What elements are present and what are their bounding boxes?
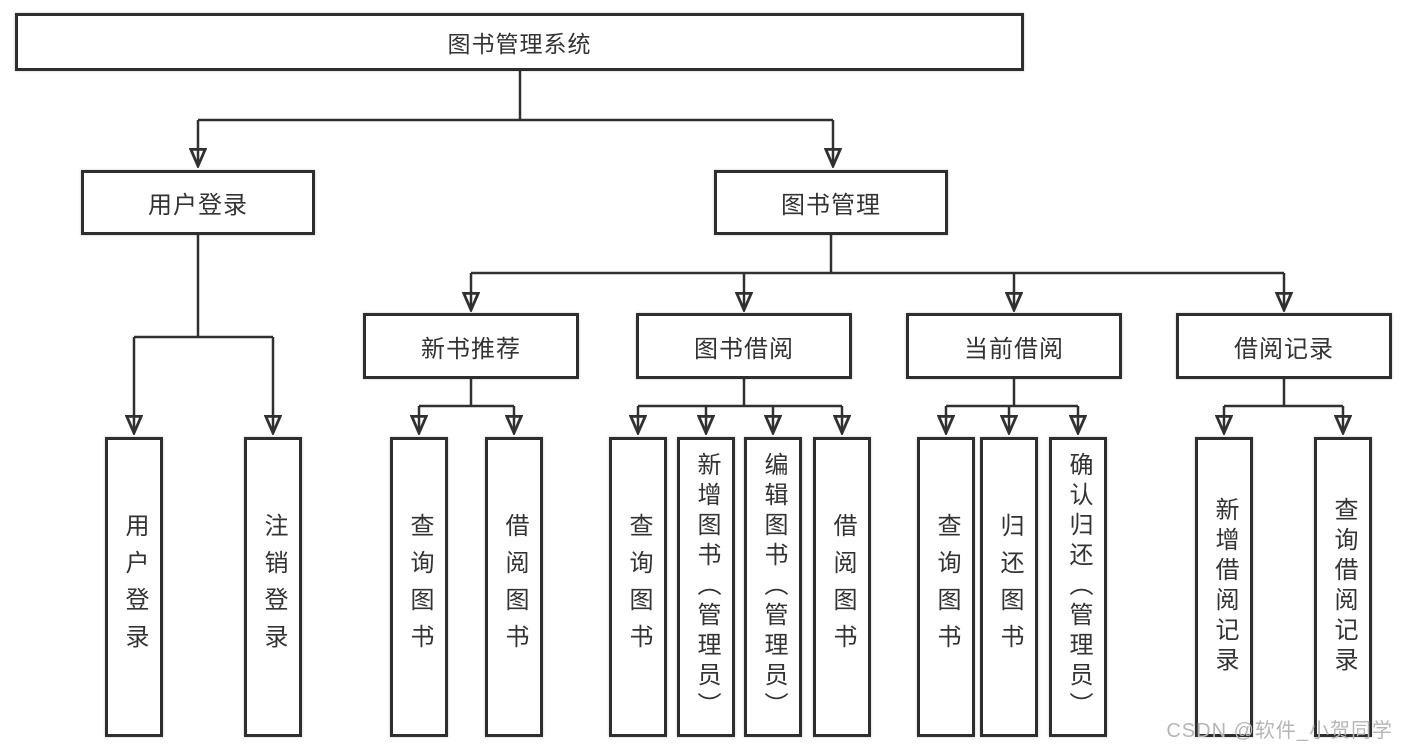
leaf-newbook-borrow-books-label: 借阅图书	[501, 513, 528, 661]
csdn-watermark: CSDN @软件_小贺同学	[1166, 720, 1393, 742]
node-borrow-records-label: 借阅记录	[1234, 335, 1334, 363]
leaf-newbook-borrow-books: 借阅图书	[485, 437, 543, 737]
leaf-add-books-admin-label: 新增图书（管理员）	[693, 452, 720, 722]
leaf-confirm-return-admin: 确认归还（管理员）	[1049, 437, 1107, 737]
leaf-logout: 注销登录	[244, 437, 302, 737]
node-root-label: 图书管理系统	[447, 31, 592, 57]
leaf-add-borrow-record-label: 新增借阅记录	[1211, 497, 1238, 677]
leaf-add-borrow-record: 新增借阅记录	[1195, 437, 1253, 737]
node-book-management-label: 图书管理	[781, 192, 881, 219]
node-book-management: 图书管理	[714, 170, 948, 235]
leaf-return-books: 归还图书	[980, 437, 1038, 737]
node-new-book-recommend: 新书推荐	[363, 313, 579, 379]
leaf-newbook-query-books: 查询图书	[390, 437, 448, 737]
leaf-confirm-return-admin-label: 确认归还（管理员）	[1065, 452, 1092, 722]
leaf-borrow-borrow-books: 借阅图书	[813, 437, 871, 737]
leaf-borrow-query-books: 查询图书	[609, 437, 667, 737]
leaf-user-login-label: 用户登录	[121, 513, 148, 661]
leaf-user-login: 用户登录	[105, 437, 163, 737]
node-current-borrow-label: 当前借阅	[964, 335, 1064, 363]
node-root: 图书管理系统	[15, 13, 1024, 71]
leaf-newbook-query-books-label: 查询图书	[406, 513, 433, 661]
node-borrow-records: 借阅记录	[1176, 313, 1392, 379]
node-current-borrow: 当前借阅	[906, 313, 1122, 379]
leaf-current-query-books: 查询图书	[917, 437, 975, 737]
leaf-edit-books-admin-label: 编辑图书（管理员）	[760, 452, 787, 722]
leaf-edit-books-admin: 编辑图书（管理员）	[744, 437, 802, 737]
leaf-current-query-books-label: 查询图书	[933, 513, 960, 661]
leaf-query-borrow-record-label: 查询借阅记录	[1330, 497, 1357, 677]
node-book-borrow-label: 图书借阅	[694, 335, 794, 363]
leaf-add-books-admin: 新增图书（管理员）	[677, 437, 735, 737]
node-new-book-recommend-label: 新书推荐	[421, 335, 521, 363]
leaf-borrow-query-books-label: 查询图书	[625, 513, 652, 661]
leaf-return-books-label: 归还图书	[996, 513, 1023, 661]
node-book-borrow: 图书借阅	[636, 313, 852, 379]
leaf-query-borrow-record: 查询借阅记录	[1314, 437, 1372, 737]
leaf-borrow-borrow-books-label: 借阅图书	[829, 513, 856, 661]
leaf-logout-label: 注销登录	[260, 513, 287, 661]
node-user-login-label: 用户登录	[148, 192, 248, 219]
node-user-login: 用户登录	[81, 170, 315, 235]
